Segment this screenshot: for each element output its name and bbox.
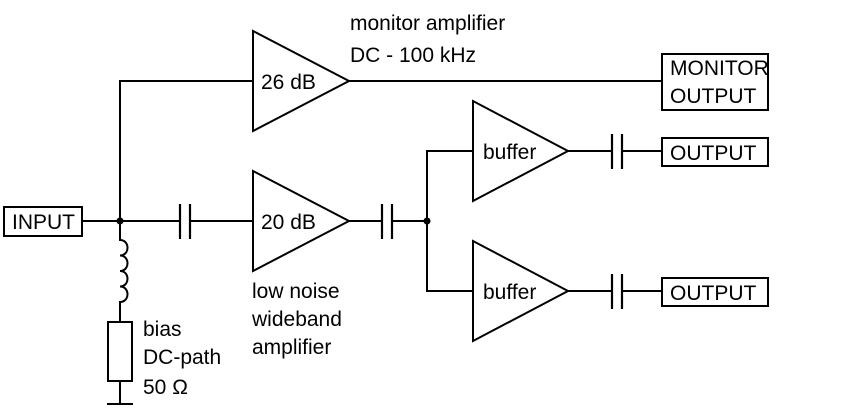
capacitor-output-2	[610, 274, 624, 309]
lna-amplifier	[252, 169, 352, 273]
output-port-box-1	[661, 137, 769, 167]
lna-gain: 20 dB	[261, 211, 316, 234]
output-2-label: OUTPUT	[670, 282, 757, 305]
lna-desc-1: low noise	[252, 280, 340, 303]
buffer-amplifier-1	[472, 99, 571, 203]
capacitor-input-coupling	[178, 204, 192, 239]
monitor-amp-gain: 26 dB	[261, 71, 316, 94]
bias-label-2: DC-path	[143, 346, 221, 369]
capacitor-lna-output	[380, 204, 394, 239]
bias-label-1: bias	[143, 318, 182, 341]
lna-desc-2: wideband	[251, 308, 342, 331]
monitor-amplifier	[252, 29, 352, 133]
bias-label-3: 50 Ω	[143, 376, 188, 399]
output-1-label: OUTPUT	[670, 142, 757, 165]
input-label: INPUT	[12, 211, 75, 234]
monitor-output-label-1: MONITOR	[670, 57, 769, 80]
wires	[81, 80, 663, 405]
monitor-output-port-box	[661, 53, 769, 111]
bias-inductor	[118, 238, 129, 304]
output-port-box-2	[661, 277, 769, 307]
buffer-1-label: buffer	[483, 141, 536, 164]
input-port-box	[3, 206, 83, 237]
monitor-amp-desc-1: monitor amplifier	[350, 12, 505, 35]
bias-resistor	[107, 321, 133, 382]
buffer-amplifier-2	[472, 239, 571, 343]
capacitor-output-1	[610, 134, 624, 169]
split-junction	[423, 217, 431, 225]
buffer-2-label: buffer	[483, 281, 536, 304]
monitor-amp-desc-2: DC - 100 kHz	[350, 44, 476, 67]
input-junction	[116, 217, 124, 225]
lna-desc-3: amplifier	[252, 336, 331, 359]
monitor-output-label-2: OUTPUT	[670, 85, 757, 108]
